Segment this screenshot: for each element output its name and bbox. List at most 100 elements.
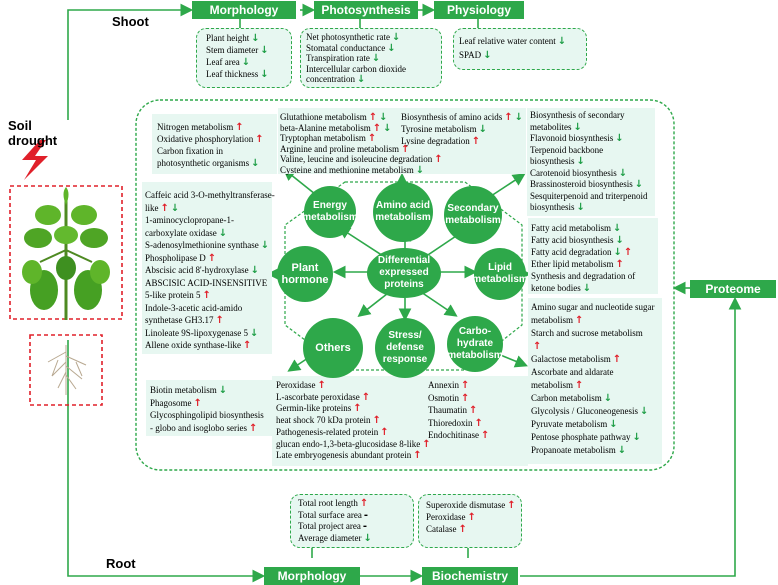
list-item: Biosynthesis of secondary (530, 110, 625, 120)
up-arrow-icon: ↑ (202, 290, 211, 301)
hormone-panel (142, 182, 272, 354)
up-arrow-icon: ↑ (160, 202, 169, 214)
down-arrow-icon: ↓ (617, 445, 627, 456)
up-arrow-icon: ↑ (422, 438, 431, 450)
list-item: metabolites↓ (530, 121, 582, 133)
list-item: Thaumatin↑ (428, 405, 478, 416)
down-arrow-icon: ↓ (640, 406, 649, 417)
up-arrow-icon: ↑ (367, 133, 377, 144)
list-item: ABSCISIC ACID-INSENSITIVE (145, 277, 268, 288)
list-item: Carotenoid biosynthesis↓ (530, 167, 628, 179)
differential-proteins-node[interactable]: Differential expressed proteins (367, 248, 441, 298)
list-item: Glycolysis / Gluconeogenesis↓ (531, 406, 649, 417)
down-arrow-icon: ↓ (478, 124, 487, 135)
list-item: Amino sugar and nucleotide sugar (531, 302, 655, 312)
down-arrow-icon: ↓ (557, 36, 567, 47)
list-item: Intercellular carbon dioxide (306, 63, 406, 74)
down-arrow-icon: ↓ (576, 202, 585, 213)
list-item: Glutathione metabolism↑↓ (280, 112, 388, 123)
list-item: Germin-like proteins↑ (276, 403, 362, 415)
up-arrow-icon: ↑ (504, 112, 513, 123)
list-item: Late embryogenesis abundant protein↑ (276, 450, 422, 462)
list-item: S-adenosylmethionine synthase↓ (145, 240, 270, 251)
list-item: Cysteine and methionine metabolism↓ (280, 164, 425, 176)
proteome-button[interactable]: Proteome (690, 280, 776, 298)
down-arrow-icon: ↓ (615, 235, 624, 246)
up-arrow-icon: ↑ (461, 380, 470, 391)
list-item: carboxylate oxidase↓ (145, 227, 228, 239)
root-morphology-panel (290, 494, 414, 548)
list-item: Flavonoid biosynthesis↓ (530, 133, 624, 144)
up-arrow-icon: ↑ (615, 259, 624, 270)
morphology-bottom-button[interactable]: Morphology (264, 567, 360, 585)
stress-defense-node[interactable]: Stress/ defense response (375, 318, 435, 378)
no-change-icon: - (363, 509, 368, 521)
photosynthesis-button[interactable]: Photosynthesis (314, 1, 418, 19)
amino-acid-metabolism-node[interactable]: Amino acid metabolism (373, 182, 433, 242)
list-item: Tryptophan metabolism↑ (280, 133, 377, 144)
up-arrow-icon: ↑ (461, 392, 470, 404)
energy-metabolism-node[interactable]: Energy metabolism (302, 186, 358, 238)
up-arrow-icon: ↑ (469, 405, 478, 416)
down-arrow-icon: ↓ (415, 164, 425, 176)
shoot-morphology-panel (196, 28, 292, 88)
down-arrow-icon: ↓ (576, 156, 585, 167)
down-arrow-icon: ↓ (250, 265, 259, 276)
list-item: Superoxide dismutase↑ (426, 500, 516, 511)
others-node[interactable]: Others (303, 318, 363, 378)
down-arrow-icon: ↓ (241, 57, 251, 68)
list-item: Ether lipid metabolism↑ (531, 259, 624, 270)
down-arrow-icon: ↓ (391, 32, 401, 43)
list-item: glucan endo-1,3-beta-glucosidase 8-like↑ (276, 438, 431, 450)
down-arrow-icon: ↓ (613, 247, 622, 258)
lipid-metabolism-node[interactable]: Lipid metabolism (472, 248, 528, 300)
up-arrow-icon: ↑ (215, 315, 224, 326)
list-item: Biosynthesis of amino acids↑↓ (401, 112, 524, 123)
list-item: Linoleate 9S-lipoxygenase 5↓ (145, 327, 259, 339)
list-item: Terpenoid backbone (530, 144, 604, 155)
list-item: Nitrogen metabolism↑ (157, 122, 244, 133)
list-item: Pentose phosphate pathway↓ (531, 432, 641, 443)
list-item: Total project area- (298, 521, 367, 532)
up-arrow-icon: ↑ (242, 340, 252, 351)
up-arrow-icon: ↑ (623, 247, 633, 258)
list-item: ↑ (531, 341, 541, 352)
list-item: Peroxidase↑ (426, 512, 476, 523)
up-arrow-icon: ↑ (458, 524, 467, 535)
soil-drought-label: Soil drought (8, 118, 58, 148)
list-item: Stomatal conductance↓ (306, 42, 396, 54)
down-arrow-icon: ↓ (603, 393, 613, 404)
list-item: biosynthesis↓ (530, 156, 585, 167)
list-item: Plant height↓ (206, 33, 260, 44)
physiology-button[interactable]: Physiology (434, 1, 524, 19)
list-item: Leaf relative water content↓ (459, 36, 567, 47)
list-item: synthetase GH3.17↑ (145, 315, 224, 326)
plant-icon (22, 187, 110, 320)
down-arrow-icon: ↓ (218, 227, 228, 239)
carbohydrate-metabolism-node[interactable]: Carbo- hydrate metabolism (447, 316, 503, 372)
secondary-panel (527, 108, 655, 216)
up-arrow-icon: ↑ (372, 122, 382, 134)
list-item: Fatty acid metabolism↓ (531, 223, 622, 234)
plant-hormone-node[interactable]: Plant hormone (277, 246, 333, 302)
list-item: beta-Alanine metabolism↑↓ (280, 122, 392, 134)
morphology-top-button[interactable]: Morphology (192, 1, 296, 19)
up-arrow-icon: ↑ (359, 498, 369, 509)
down-arrow-icon: ↓ (483, 50, 492, 61)
list-item: ketone bodies↓ (531, 283, 592, 294)
biochemistry-button[interactable]: Biochemistry (422, 567, 518, 585)
list-item: Net photosynthetic rate↓ (306, 32, 401, 43)
list-item: Total root length↑ (298, 498, 369, 509)
carbo-panel (528, 298, 662, 464)
list-item: SPAD↓ (459, 50, 492, 61)
down-arrow-icon: ↓ (613, 223, 622, 234)
list-item: Starch and sucrose metabolism (531, 328, 643, 338)
list-item: Caffeic acid 3-O-methyltransferase- (145, 190, 275, 200)
down-arrow-icon: ↓ (260, 240, 270, 251)
list-item: Endochitinase↑ (428, 430, 490, 441)
list-item: 5-like protein 5↑ (145, 290, 211, 301)
up-arrow-icon: ↑ (575, 380, 584, 391)
secondary-metabolism-node[interactable]: Secondary metabolism (444, 186, 502, 244)
up-arrow-icon: ↑ (193, 397, 202, 409)
